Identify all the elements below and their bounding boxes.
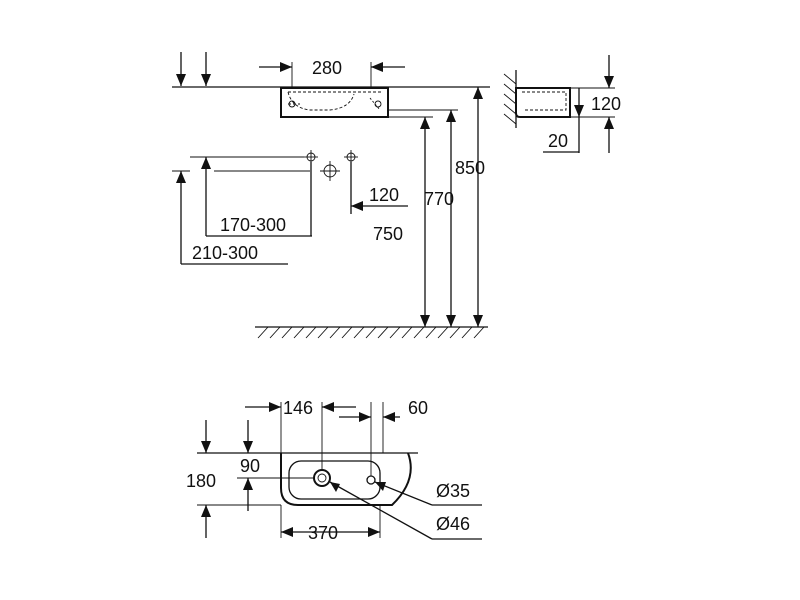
front-view: 280 850 770 750 [172, 52, 490, 339]
side-view: 120 20 [503, 55, 621, 153]
tap-hole [366, 475, 376, 485]
dim-770: 770 [424, 189, 454, 209]
dim-60: 60 [408, 398, 428, 418]
dim-170-300: 170-300 [220, 215, 286, 235]
dim-90: 90 [240, 456, 260, 476]
top-view: 146 60 180 90 370 Ø35 [186, 398, 482, 543]
dim-280: 280 [312, 58, 342, 78]
supply-connections [304, 150, 358, 181]
dim-120-offset: 120 [369, 185, 399, 205]
dim-180: 180 [186, 471, 216, 491]
basin-top [280, 452, 412, 506]
dim-750: 750 [373, 224, 403, 244]
dim-146: 146 [283, 398, 313, 418]
dim-850: 850 [455, 158, 485, 178]
drain-circle [313, 469, 331, 487]
floor-hatch [255, 326, 488, 339]
dia-46: Ø46 [436, 514, 470, 534]
dim-120-side: 120 [591, 94, 621, 114]
dim-370: 370 [308, 523, 338, 543]
basin-front [280, 87, 389, 118]
dim-210-300: 210-300 [192, 243, 258, 263]
dim-20: 20 [548, 131, 568, 151]
dia-35: Ø35 [436, 481, 470, 501]
